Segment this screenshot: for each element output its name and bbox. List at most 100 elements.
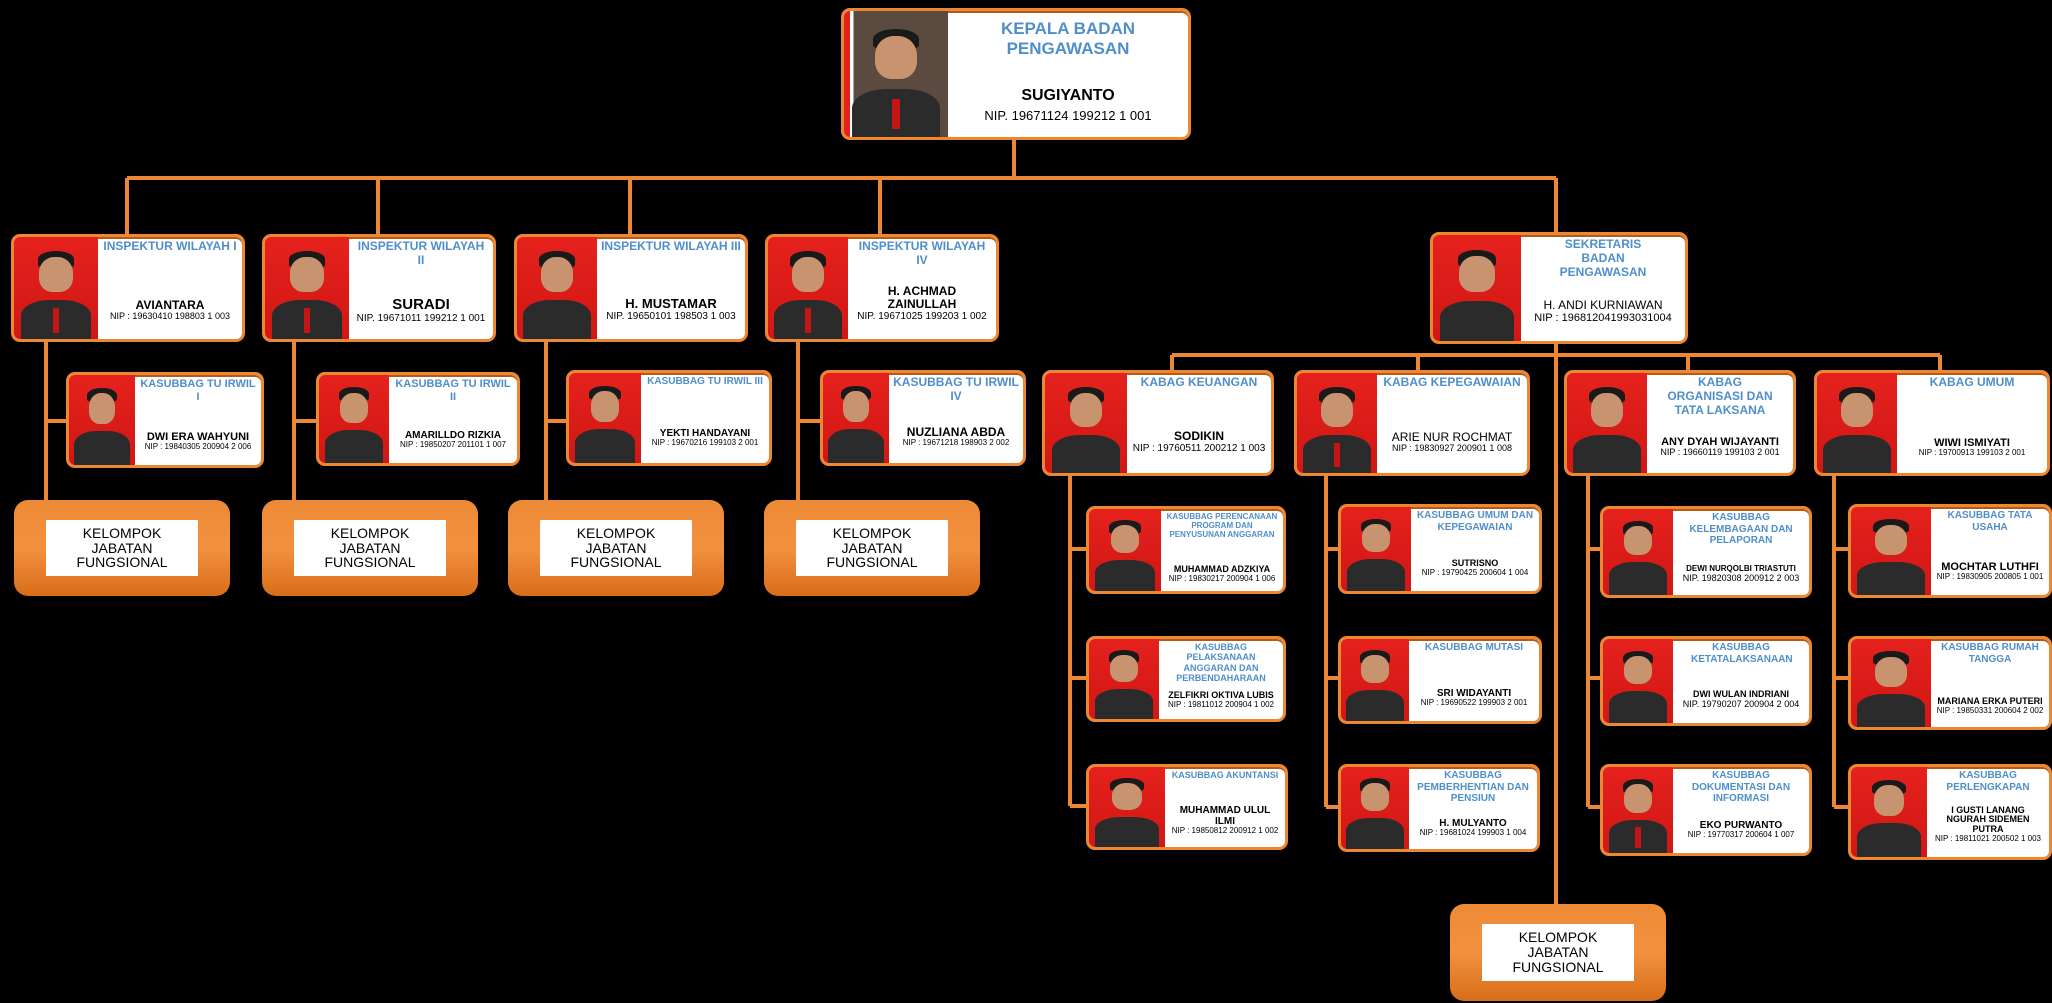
- kasubbag-tu-4-title: KASUBBAG TU IRWIL IV: [893, 375, 1019, 403]
- kasubbag-organisasi-3-nip: NIP : 19770317 200604 1 007: [1687, 830, 1795, 840]
- kasubbag-kepegawaian-2-nip: NIP : 19690522 199903 2 001: [1420, 698, 1528, 708]
- kasubbag-keuangan-2-nip: NIP : 19811012 200904 1 002: [1167, 700, 1275, 710]
- inspektur-3-photo: [517, 237, 597, 339]
- kasubbag-organisasi-2-photo: [1603, 639, 1673, 723]
- kasubbag-umum-3-title: KASUBBAG PERLENGKAPAN: [1946, 770, 2030, 793]
- inspektur-1-name: AVIANTARA: [135, 297, 205, 312]
- kasubbag-keuangan-1-name: MUHAMMAD ADZKIYA: [1173, 564, 1271, 575]
- inspektur-2-title: INSPEKTUR WILAYAH II: [357, 239, 485, 267]
- kasubbag-keuangan-1-title: KASUBBAG PERENCANAAN PROGRAM DAN PENYUSU…: [1166, 512, 1278, 540]
- kabag-4-nip: NIP : 19700913 199103 2 001: [1918, 448, 2026, 458]
- kasubbag-tu-3-photo: [569, 373, 641, 463]
- kasubbag-tu-1-name: DWI ERA WAHYUNI: [146, 431, 250, 444]
- kasubbag-kepegawaian-2-photo: [1341, 639, 1409, 721]
- kasubbag-tu-1-title: KASUBBAG TU IRWIL I: [140, 378, 256, 403]
- kasubbag-organisasi-1-name: DEWI NURQOLBI TRIASTUTI: [1686, 564, 1796, 574]
- kabag-1-title: KABAG KEUANGAN: [1140, 375, 1258, 389]
- kasubbag-keuangan-2-title: KASUBBAG PELAKSANAAN ANGGARAN DAN PERBEN…: [1176, 642, 1266, 684]
- kasubbag-kepegawaian-3: KASUBBAG PEMBERHENTIAN DAN PENSIUN H. MU…: [1338, 764, 1540, 852]
- kasubbag-kepegawaian-1-photo: [1341, 507, 1411, 591]
- kasubbag-tu-3-name: YEKTI HANDAYANI: [659, 428, 751, 440]
- kabag-1-nip: NIP : 19760511 200212 1 003: [1132, 443, 1266, 454]
- kasubbag-tu-2-title: KASUBBAG TU IRWIL II: [395, 378, 511, 403]
- kasubbag-umum-1-title: KASUBBAG TATA USAHA: [1947, 510, 2033, 533]
- kasubbag-keuangan-2-name: ZELFIKRI OKTIVA LUBIS: [1168, 690, 1274, 701]
- kasubbag-umum-2-name: MARIANA ERKA PUTERI: [1937, 696, 2043, 707]
- kabag-2-title: KABAG KEPEGAWAIAN: [1383, 375, 1521, 389]
- inspektur-2-name: SURADI: [392, 295, 450, 313]
- kasubbag-organisasi-1: KASUBBAG KELEMBAGAAN DAN PELAPORAN DEWI …: [1600, 506, 1812, 598]
- kasubbag-umum-1-nip: NIP : 19830905 200805 1 001: [1936, 572, 2044, 582]
- kasubbag-keuangan-3-nip: NIP : 19850812 200912 1 002: [1171, 826, 1279, 836]
- kasubbag-tu-3-nip: NIP : 19670216 199103 2 001: [651, 438, 759, 448]
- kepala-photo: [844, 11, 948, 137]
- kasubbag-keuangan-3-title: KASUBBAG AKUNTANSI: [1171, 770, 1279, 780]
- kasubbag-umum-1-photo: [1851, 507, 1931, 595]
- sekretaris-card: SEKRETARIS BADAN PENGAWASAN H. ANDI KURN…: [1430, 232, 1688, 344]
- kasubbag-umum-3-nip: NIP : 19811021 200502 1 003: [1934, 834, 2042, 844]
- kasubbag-keuangan-1: KASUBBAG PERENCANAAN PROGRAM DAN PENYUSU…: [1086, 506, 1286, 594]
- kepala-name: SUGIYANTO: [1021, 87, 1115, 105]
- inspektur-1-photo: [14, 237, 98, 339]
- kasubbag-tu-4-name: NUZLIANA ABDA: [906, 425, 1006, 440]
- kelompok-fungsional-1-label: KELOMPOK JABATAN FUNGSIONAL: [46, 519, 198, 577]
- kabag-3-title: KABAG ORGANISASI DAN TATA LAKSANA: [1667, 375, 1773, 417]
- inspektur-4-name: H. ACHMAD ZAINULLAH: [887, 283, 957, 311]
- kabag-1-photo: [1045, 373, 1127, 473]
- kelompok-fungsional-1: KELOMPOK JABATAN FUNGSIONAL: [14, 500, 230, 596]
- kasubbag-kepegawaian-3-title: KASUBBAG PEMBERHENTIAN DAN PENSIUN: [1417, 770, 1529, 804]
- kasubbag-kepegawaian-1-name: SUTRISNO: [1451, 558, 1499, 569]
- inspektur-1-title: INSPEKTUR WILAYAH I: [103, 239, 237, 253]
- kasubbag-organisasi-3-title: KASUBBAG DOKUMENTASI DAN INFORMASI: [1691, 770, 1791, 804]
- kelompok-fungsional-2-label: KELOMPOK JABATAN FUNGSIONAL: [294, 519, 446, 577]
- kasubbag-organisasi-2-title: KASUBBAG KETATALAKSANAAN: [1691, 642, 1793, 665]
- sekretaris-title: SEKRETARIS BADAN PENGAWASAN: [1559, 237, 1647, 279]
- kabag-4-photo: [1817, 373, 1897, 473]
- inspektur-3-title: INSPEKTUR WILAYAH III: [601, 239, 741, 253]
- kelompok-fungsional-4-label: KELOMPOK JABATAN FUNGSIONAL: [796, 519, 948, 577]
- kabag-1-name: SODIKIN: [1173, 428, 1224, 443]
- inspektur-2-nip: NIP. 19671011 199212 1 001: [356, 313, 486, 324]
- kabag-card-3: KABAG ORGANISASI DAN TATA LAKSANA ANY DY…: [1564, 370, 1796, 476]
- kabag-2-photo: [1297, 373, 1377, 473]
- kasubbag-umum-1-name: MOCHTAR LUTHFI: [1941, 561, 2039, 574]
- inspektur-2-photo: [265, 237, 349, 339]
- kasubbag-tu-2-name: AMARILLDO RIZKIA: [404, 430, 502, 442]
- kelompok-fungsional-2: KELOMPOK JABATAN FUNGSIONAL: [262, 500, 478, 596]
- kasubbag-tu-4-photo: [823, 373, 889, 463]
- kasubbag-organisasi-1-photo: [1603, 509, 1673, 595]
- sekretaris-name: H. ANDI KURNIAWAN: [1543, 297, 1663, 312]
- kasubbag-tu-1-nip: NIP : 19840305 200904 2 006: [144, 442, 252, 452]
- kelompok-fungsional-4: KELOMPOK JABATAN FUNGSIONAL: [764, 500, 980, 596]
- inspektur-4-nip: NIP. 19671025 199203 1 002: [857, 311, 987, 322]
- kasubbag-keuangan-3-name: MUHAMMAD ULUL ILMI: [1179, 805, 1271, 828]
- kasubbag-organisasi-2-nip: NIP. 19790207 200904 2 004: [1682, 699, 1800, 710]
- kasubbag-kepegawaian-1-nip: NIP : 19790425 200604 1 004: [1421, 568, 1529, 578]
- kasubbag-organisasi-3: KASUBBAG DOKUMENTASI DAN INFORMASI EKO P…: [1600, 764, 1812, 856]
- kasubbag-organisasi-1-title: KASUBBAG KELEMBAGAAN DAN PELAPORAN: [1689, 512, 1793, 546]
- kasubbag-kepegawaian-2-name: SRI WIDAYANTI: [1436, 688, 1512, 700]
- kasubbag-kepegawaian-2-title: KASUBBAG MUTASI: [1424, 642, 1524, 653]
- kasubbag-tu-3-title: KASUBBAG TU IRWIL III: [647, 376, 763, 387]
- kabag-2-nip: NIP : 19830927 200901 1 008: [1392, 443, 1512, 454]
- kasubbag-umum-2-photo: [1851, 639, 1931, 727]
- sekretaris-photo: [1433, 235, 1521, 341]
- kabag-4-title: KABAG UMUM: [1929, 375, 2015, 389]
- kasubbag-organisasi-3-name: EKO PURWANTO: [1699, 820, 1783, 832]
- kabag-3-photo: [1567, 373, 1647, 473]
- kasubbag-keuangan-3-photo: [1089, 767, 1165, 847]
- sekretaris-nip: NIP : 196812041993031004: [1534, 311, 1672, 324]
- inspektur-4-title: INSPEKTUR WILAYAH IV: [858, 239, 986, 267]
- kasubbag-tu-2-photo: [319, 375, 389, 463]
- kabag-4-name: WIWI ISMIYATI: [1934, 437, 2010, 450]
- kasubbag-tu-2-nip: NIP : 19850207 201101 1 007: [399, 440, 507, 450]
- kabag-2-name: ARIE NUR ROCHMAT: [1391, 429, 1513, 444]
